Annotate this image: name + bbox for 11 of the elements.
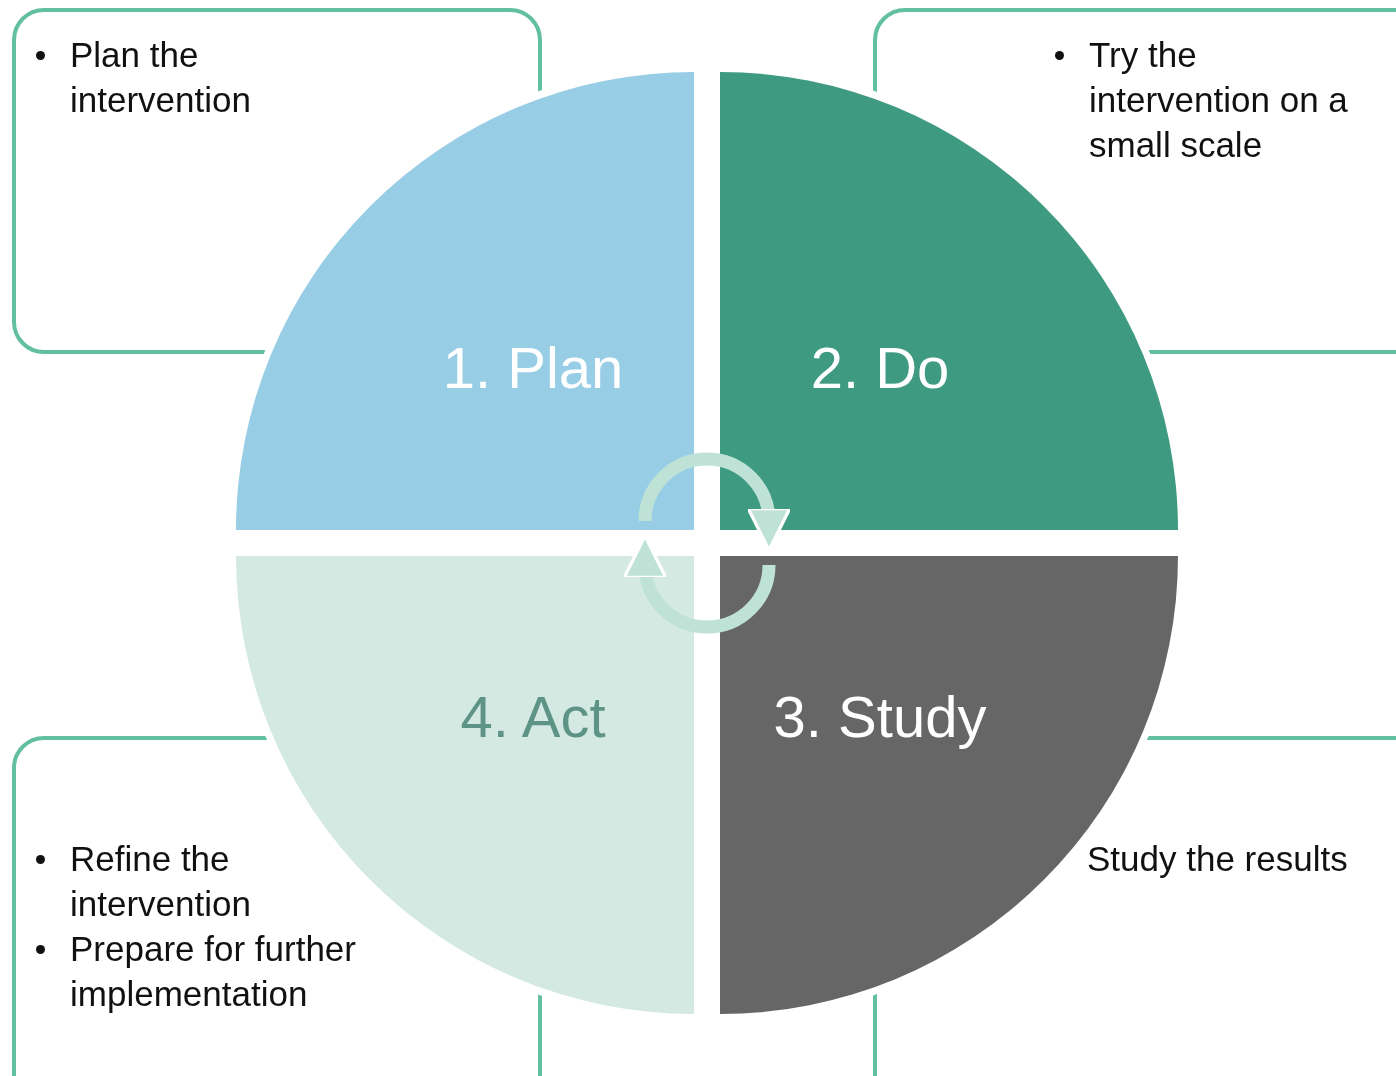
- stage-label: 2. Do: [810, 333, 950, 401]
- note-text: Refine the intervention: [70, 839, 251, 923]
- stage-label: 4. Act: [460, 682, 606, 750]
- note-text: Plan the intervention: [70, 35, 251, 119]
- stage-label: 1. Plan: [442, 333, 624, 401]
- stage-label: 3. Study: [773, 682, 987, 750]
- note-text: Try the intervention on a small scale: [1089, 35, 1348, 164]
- note-text: Prepare for further implementation: [70, 929, 356, 1013]
- note-card: [12, 736, 542, 1076]
- note-text: Study the results: [1087, 839, 1348, 878]
- quadrant-segment: [720, 556, 1178, 1014]
